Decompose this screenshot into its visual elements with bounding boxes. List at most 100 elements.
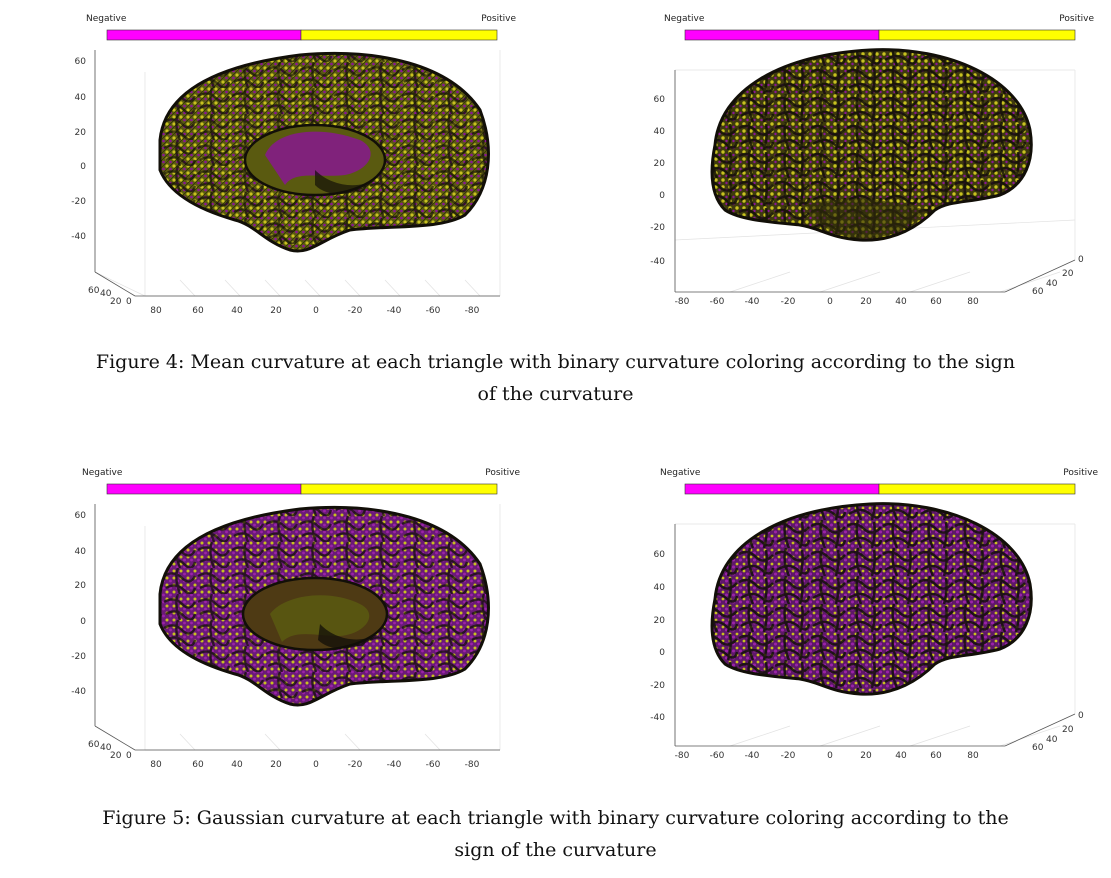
figure-5-caption: Figure 5: Gaussian curvature at each tri… [20,802,1091,866]
svg-text:40: 40 [75,93,87,103]
colorbar-negative-segment [106,483,302,495]
svg-text:20: 20 [860,297,872,307]
z-tick-labels: 60 40 20 0 -20 -40 [650,550,665,723]
x-tick-labels: 80 60 40 20 0 -20 -40 -60 -80 [150,760,479,770]
depth-tick-labels: 0 20 40 60 [1032,255,1084,297]
svg-text:0: 0 [313,760,319,770]
brain-surface-lateral [710,502,1033,696]
svg-text:0: 0 [80,162,86,172]
figure-4-caption: Figure 4: Mean curvature at each triangl… [20,346,1091,410]
svg-text:0: 0 [827,751,833,761]
z-tick-labels: 60 40 20 0 -20 -40 [650,95,665,267]
svg-text:40: 40 [1046,279,1058,289]
svg-text:0: 0 [80,617,86,627]
svg-text:40: 40 [231,760,243,770]
colorbar-negative-segment [684,29,880,41]
svg-text:40: 40 [654,127,666,137]
svg-text:0: 0 [126,751,132,761]
depth-tick-labels: 60 40 20 0 [88,286,132,307]
svg-text:60: 60 [1032,743,1044,753]
svg-text:40: 40 [654,583,666,593]
colorbar-positive-label: Positive [1063,468,1098,478]
svg-text:40: 40 [75,547,87,557]
colorbar-positive-segment [300,483,498,495]
svg-text:20: 20 [654,616,666,626]
fig4-lateral-plot: Negative Positive 60 40 20 0 -20 -40 [630,10,1105,325]
z-tick-labels: 60 40 20 0 -20 -40 [71,511,86,697]
svg-text:40: 40 [895,297,907,307]
svg-text:-20: -20 [781,751,796,761]
svg-text:-80: -80 [675,297,690,307]
x-tick-labels: 80 60 40 20 0 -20 -40 -60 -80 [150,306,479,316]
brain-surface-medial [158,505,490,707]
svg-text:60: 60 [192,760,204,770]
svg-text:80: 80 [967,751,979,761]
svg-text:20: 20 [75,581,87,591]
colorbar-positive-segment [300,29,498,41]
svg-text:-20: -20 [71,197,86,207]
svg-text:60: 60 [654,95,666,105]
caption-line: of the curvature [477,383,634,405]
caption-line: sign of the curvature [454,839,657,861]
svg-text:0: 0 [126,297,132,307]
svg-text:60: 60 [75,57,87,67]
svg-text:-40: -40 [71,232,86,242]
colorbar-negative-label: Negative [82,468,123,478]
fig5-medial-plot: Negative Positive 60 40 20 0 -20 -40 [60,464,530,779]
svg-text:-40: -40 [650,713,665,723]
depth-tick-labels: 0 20 40 60 [1032,711,1084,753]
svg-text:-80: -80 [675,751,690,761]
svg-text:-20: -20 [650,223,665,233]
colorbar-negative-label: Negative [86,14,127,24]
svg-text:20: 20 [110,751,122,761]
svg-text:0: 0 [1078,711,1084,721]
svg-text:20: 20 [270,306,282,316]
fig5-lateral-plot: Negative Positive 60 40 20 0 -20 -40 -8 [630,464,1105,779]
svg-text:-40: -40 [387,760,402,770]
colorbar-positive-segment [878,483,1076,495]
svg-text:-60: -60 [710,751,725,761]
svg-text:60: 60 [88,286,100,296]
brain-surface-medial [158,51,490,253]
svg-text:-20: -20 [650,681,665,691]
colorbar-negative-label: Negative [664,14,705,24]
svg-text:-60: -60 [426,760,441,770]
svg-text:0: 0 [827,297,833,307]
svg-text:80: 80 [150,760,162,770]
svg-text:-20: -20 [348,306,363,316]
colorbar-positive-label: Positive [485,468,520,478]
axes-lines [674,524,1076,747]
svg-text:20: 20 [1062,725,1074,735]
svg-text:20: 20 [75,128,87,138]
axes-lines [94,50,500,297]
depth-tick-labels: 60 40 20 0 [88,740,132,761]
svg-text:40: 40 [100,289,112,299]
svg-text:60: 60 [88,740,100,750]
x-tick-labels: -80 -60 -40 -20 0 20 40 60 80 [675,751,979,761]
svg-text:0: 0 [1078,255,1084,265]
svg-text:-60: -60 [710,297,725,307]
z-tick-labels: 60 40 20 0 -20 -40 [71,57,86,242]
svg-text:60: 60 [654,550,666,560]
svg-text:80: 80 [967,297,979,307]
svg-text:20: 20 [270,760,282,770]
colorbar-positive-label: Positive [1059,14,1094,24]
svg-text:-80: -80 [465,760,480,770]
svg-text:40: 40 [1046,735,1058,745]
colorbar-negative-segment [684,483,880,495]
svg-text:20: 20 [860,751,872,761]
svg-text:-20: -20 [781,297,796,307]
x-tick-labels: -80 -60 -40 -20 0 20 40 60 80 [675,297,979,307]
caption-line: Figure 5: Gaussian curvature at each tri… [102,807,1009,829]
svg-text:-40: -40 [387,306,402,316]
svg-text:20: 20 [654,159,666,169]
svg-text:-60: -60 [426,306,441,316]
svg-text:80: 80 [150,306,162,316]
svg-text:-40: -40 [650,257,665,267]
colorbar-positive-segment [878,29,1076,41]
axes-lines [94,504,500,751]
svg-text:40: 40 [895,751,907,761]
caption-line: Figure 4: Mean curvature at each triangl… [95,351,1016,373]
svg-text:40: 40 [231,306,243,316]
svg-text:40: 40 [100,743,112,753]
